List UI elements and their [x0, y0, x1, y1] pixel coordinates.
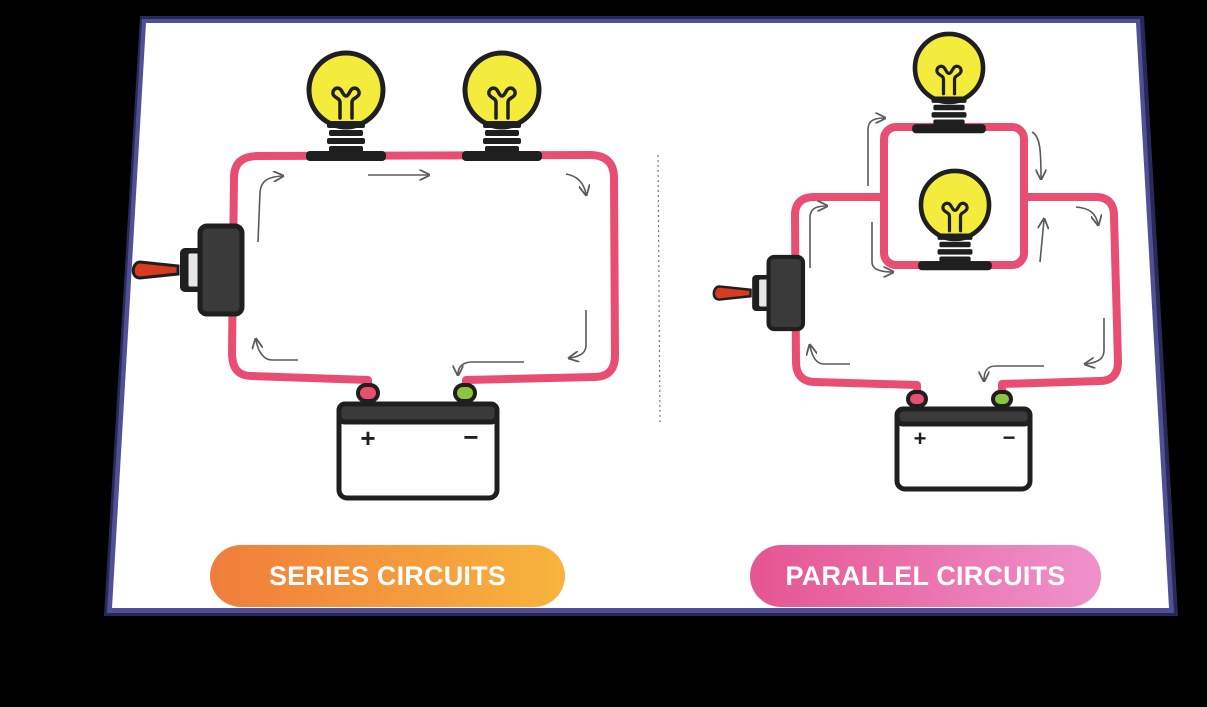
battery-minus-sign: − [463, 422, 478, 452]
current-arrow-icon [256, 174, 586, 374]
battery-icon: + − [336, 383, 500, 501]
battery-icon: + − [894, 390, 1033, 492]
panel-divider [657, 154, 661, 426]
series-circuits-label: SERIES CIRCUITS [210, 545, 565, 607]
battery-plus-sign: + [360, 423, 375, 453]
current-arrow-icon [810, 118, 1105, 380]
parallel-circuit: + − [714, 34, 1122, 492]
parallel-wire-outer [791, 193, 1122, 400]
parallel-circuits-label: PARALLEL CIRCUITS [750, 545, 1101, 607]
series-circuit: + − [133, 53, 619, 501]
battery-plus-sign: + [914, 426, 927, 451]
diagram-frame [104, 16, 1178, 616]
battery-minus-sign: − [1003, 425, 1016, 450]
series-wire [228, 151, 619, 396]
